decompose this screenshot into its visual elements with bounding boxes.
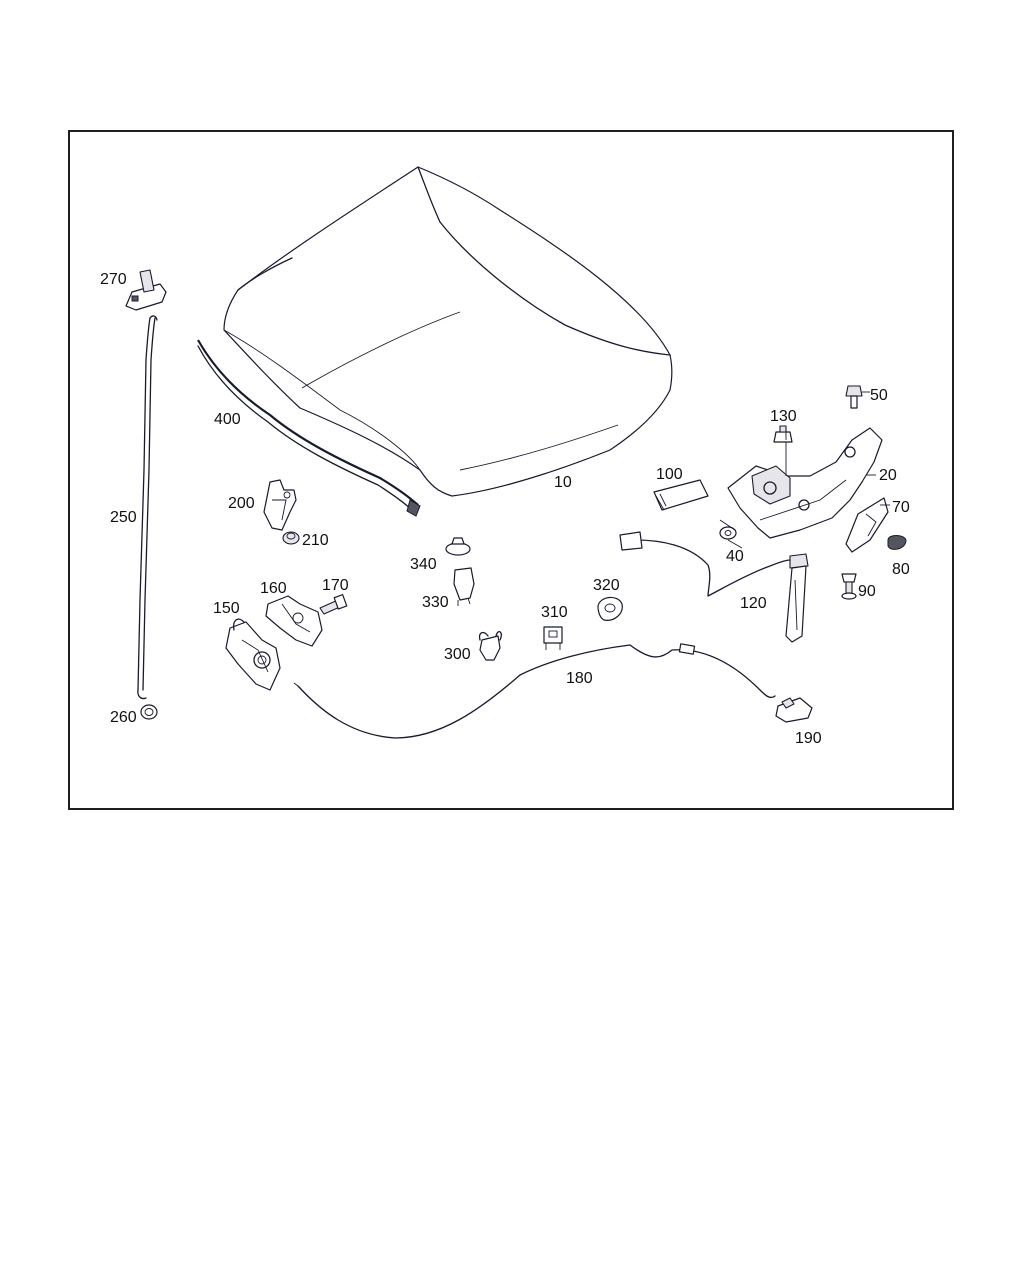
hinge-bolt [773,425,793,443]
rod-grommet [140,704,158,720]
cable-clip [478,630,502,661]
hood-lock [225,618,281,691]
hood-hinge [727,427,883,539]
hinge-buffer [887,535,907,550]
callout-label: 120 [740,595,767,612]
callout-label: 50 [870,387,888,404]
hinge-cover [845,497,889,553]
hood-seal-strip [197,339,421,517]
callout-label: 400 [214,411,241,428]
callout-label: 40 [726,548,744,565]
lock-bolt [319,594,348,615]
callout-label: 200 [228,495,255,512]
clip-cap [445,537,471,556]
cable-ring-clip [597,596,623,621]
callout-label: 80 [892,561,910,578]
callout-label: 190 [795,730,822,747]
release-cable [293,643,776,739]
callout-label: 10 [554,474,572,491]
hinge-pin [841,573,857,600]
callout-label: 90 [858,583,876,600]
callout-label: 160 [260,580,287,597]
hood-panel [223,166,673,497]
callout-label: 100 [656,466,683,483]
hinge-washer [719,526,737,540]
leader-lines [719,391,890,549]
hinge-screw [845,385,863,409]
callout-label: 210 [302,532,329,549]
callout-label: 150 [213,600,240,617]
callout-label: 180 [566,670,593,687]
hood-grip [653,479,709,511]
callout-label: 300 [444,646,471,663]
callout-label: 260 [110,709,137,726]
callout-label: 250 [110,509,137,526]
callout-label: 270 [100,271,127,288]
release-handle [775,697,813,723]
sensor-cable [619,531,791,597]
rod-mount-bracket [125,269,167,311]
lock-latch [265,595,323,647]
callout-label: 330 [422,594,449,611]
hood-sensor-strut [785,553,809,643]
callout-label: 310 [541,604,568,621]
cable-holder [543,626,563,650]
callout-label: 20 [879,467,897,484]
callout-label: 340 [410,556,437,573]
bracket-nut [282,531,300,545]
callout-label: 320 [593,577,620,594]
callout-label: 70 [892,499,910,516]
hood-prop-rod [137,315,158,700]
callout-label: 170 [322,577,349,594]
clip-holder [453,567,475,606]
hood-bracket [263,479,297,531]
callout-label: 130 [770,408,797,425]
